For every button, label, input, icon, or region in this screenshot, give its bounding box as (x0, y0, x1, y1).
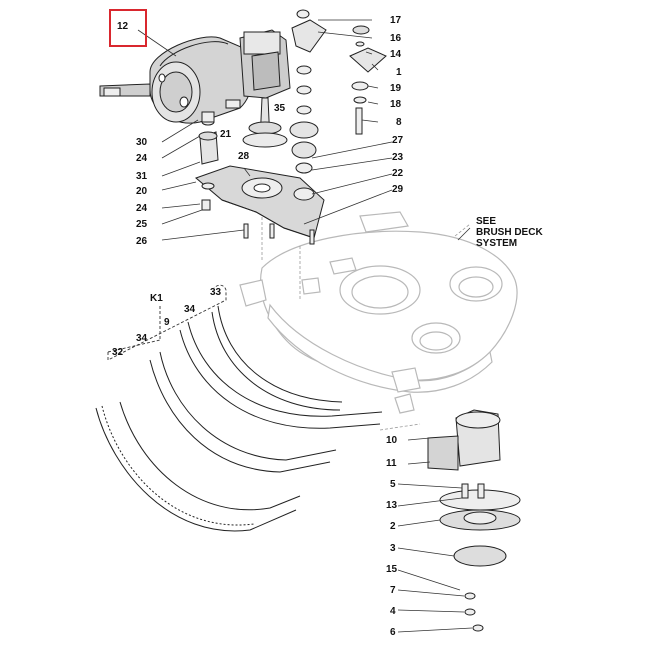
callout-17[interactable]: 17 (390, 15, 402, 26)
callout-27[interactable]: 27 (392, 135, 404, 146)
callout-12[interactable]: 12 (117, 21, 129, 32)
callout-16[interactable]: 16 (390, 33, 402, 44)
callout-1[interactable]: 1 (396, 67, 402, 78)
callout-25[interactable]: 25 (136, 219, 148, 230)
mount-bracket (195, 111, 325, 245)
callout-9[interactable]: 9 (164, 317, 170, 328)
callout-13[interactable]: 13 (386, 500, 398, 511)
callout-26[interactable]: 26 (136, 236, 148, 247)
callout-32[interactable]: 32 (112, 347, 124, 358)
callout-15[interactable]: 15 (386, 564, 398, 575)
skirt-rings (95, 305, 383, 532)
callout-22[interactable]: 22 (392, 168, 404, 179)
callout-34-upper[interactable]: 34 (184, 304, 196, 315)
callout-19[interactable]: 19 (390, 83, 402, 94)
callout-10[interactable]: 10 (386, 435, 398, 446)
callout-14[interactable]: 14 (390, 49, 402, 60)
callout-34-lower[interactable]: 34 (136, 333, 148, 344)
callout-7[interactable]: 7 (390, 585, 396, 596)
note-line-1: SEE (476, 216, 497, 227)
note-line-3: SYSTEM (476, 238, 518, 249)
callout-8[interactable]: 8 (396, 117, 402, 128)
upper-parts-stack (289, 9, 387, 174)
callout-4[interactable]: 4 (390, 606, 396, 617)
callout-K1[interactable]: K1 (150, 293, 163, 304)
callout-24-lower[interactable]: 24 (136, 203, 148, 214)
callout-31[interactable]: 31 (136, 171, 148, 182)
callout-20[interactable]: 20 (136, 186, 148, 197)
callout-5[interactable]: 5 (390, 479, 396, 490)
see-brush-deck-note[interactable]: SEE BRUSH DECK SYSTEM (476, 216, 543, 249)
callout-33[interactable]: 33 (210, 287, 222, 298)
leader-lines (137, 19, 473, 633)
brush-deck (239, 211, 518, 414)
motor-assembly (99, 29, 291, 148)
callout-11[interactable]: 11 (386, 458, 397, 469)
brush-hub-stack (427, 409, 521, 632)
callout-21[interactable]: 21 (220, 129, 232, 140)
callout-3[interactable]: 3 (390, 543, 396, 554)
highlight-box-part-12 (109, 9, 147, 47)
callout-24-upper[interactable]: 24 (136, 153, 148, 164)
note-line-2: BRUSH DECK (476, 227, 543, 238)
callout-23[interactable]: 23 (392, 152, 404, 163)
callout-2[interactable]: 2 (390, 521, 396, 532)
kit-k1-bracket (107, 284, 227, 361)
callout-18[interactable]: 18 (390, 99, 402, 110)
callout-29[interactable]: 29 (392, 184, 404, 195)
callout-30[interactable]: 30 (136, 137, 148, 148)
callout-28[interactable]: 28 (238, 151, 250, 162)
callout-6[interactable]: 6 (390, 627, 396, 638)
callout-35[interactable]: 35 (274, 103, 286, 114)
